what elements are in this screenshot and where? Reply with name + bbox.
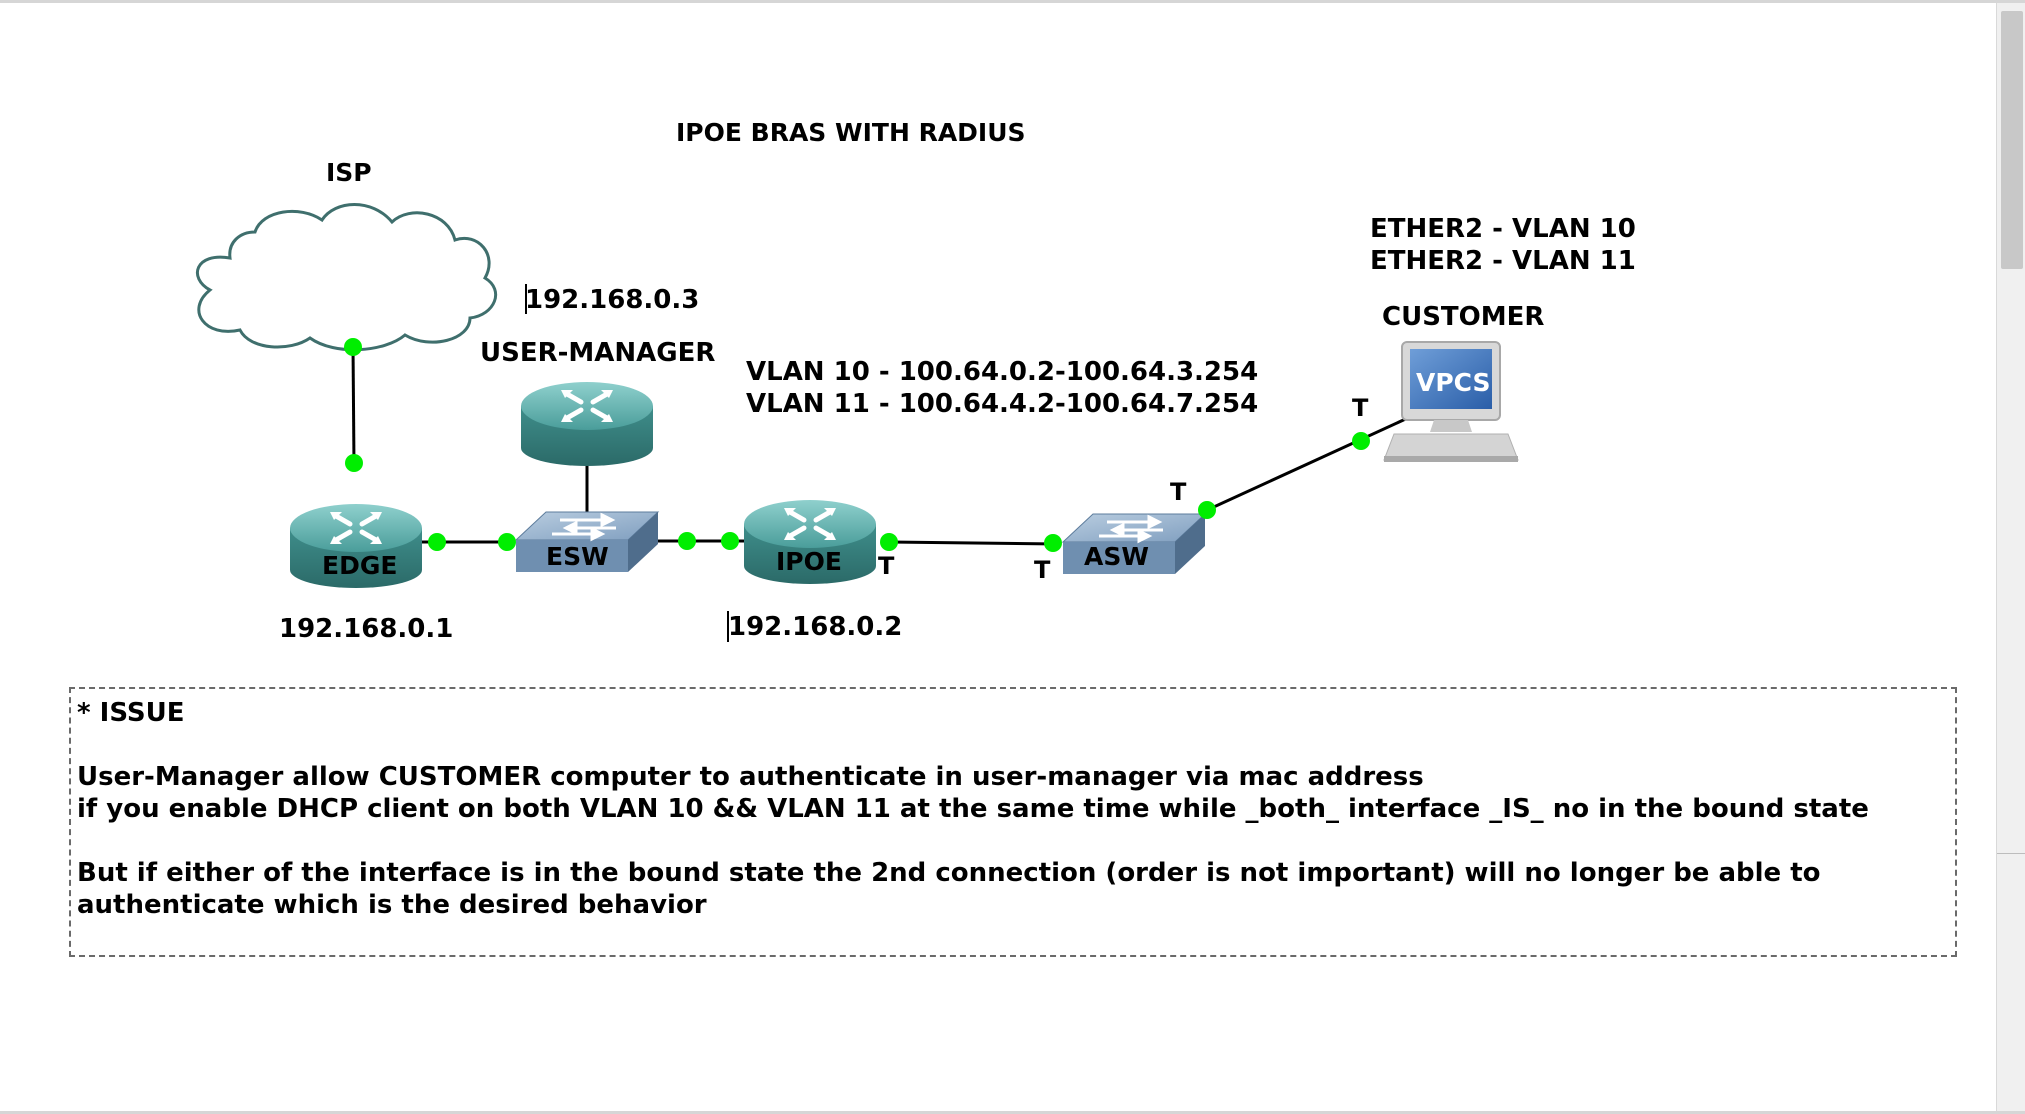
- ether2-vlan11-label: ETHER2 - VLAN 11: [1370, 246, 1636, 276]
- issue-line-3: But if either of the interface is in the…: [77, 858, 1830, 920]
- customer-label: CUSTOMER: [1382, 302, 1545, 332]
- vlan11-range-label: VLAN 11 - 100.64.4.2-100.64.7.254: [746, 389, 1259, 419]
- isp-cloud-icon[interactable]: [195, 203, 498, 352]
- isp-label: ISP: [326, 158, 372, 187]
- issue-spacer-2: [77, 825, 1947, 857]
- port-dot-ipoe-right: [880, 533, 898, 551]
- edge-router-label: EDGE: [322, 551, 397, 580]
- port-dot-edge-right: [428, 533, 446, 551]
- vlan10-range-label: VLAN 10 - 100.64.0.2-100.64.3.254: [746, 357, 1259, 387]
- ether2-vlan10-label: ETHER2 - VLAN 10: [1370, 214, 1636, 244]
- issue-line-2: if you enable DHCP client on both VLAN 1…: [77, 794, 1869, 824]
- link-endpoints: [344, 338, 1370, 552]
- port-dot-esw-right: [678, 532, 696, 550]
- user-manager-ip-label: 192.168.0.3: [525, 285, 700, 315]
- text-cursor-ipoe: [727, 611, 729, 642]
- issue-line-1: User-Manager allow CUSTOMER computer to …: [77, 762, 1424, 792]
- vertical-scrollbar[interactable]: [1996, 3, 2025, 1111]
- port-dot-isp: [344, 338, 362, 356]
- port-dot-asw-left: [1044, 534, 1062, 552]
- port-dot-asw-right: [1198, 501, 1216, 519]
- port-dot-customer: [1352, 432, 1370, 450]
- port-dot-esw-left: [498, 533, 516, 551]
- scrollbar-thumb[interactable]: [2001, 11, 2023, 269]
- link-isp-edge: [351, 344, 356, 466]
- diagram-title: IPOE BRAS WITH RADIUS: [676, 118, 1026, 147]
- ipoe-router-label: IPOE: [776, 547, 842, 576]
- window-bottom-border: [0, 1111, 2025, 1114]
- trunk-marker-asw-right: T: [1170, 478, 1187, 506]
- port-dot-ipoe-left: [721, 532, 739, 550]
- ipoe-ip-label: 192.168.0.2: [728, 612, 903, 642]
- vpcs-screen-label: VPCS: [1416, 368, 1491, 397]
- ipoe-router-icon[interactable]: [744, 500, 876, 584]
- user-manager-router-icon[interactable]: [521, 382, 653, 466]
- issue-note-box[interactable]: * ISSUE User-Manager allow CUSTOMER comp…: [69, 687, 1957, 957]
- asw-switch-label: ASW: [1084, 542, 1149, 571]
- port-dot-edge-top: [345, 454, 363, 472]
- link-asw-customer: [1204, 415, 1411, 513]
- vpcs-computer-icon[interactable]: VPCS: [1383, 341, 1519, 462]
- edge-router-icon[interactable]: [290, 504, 422, 588]
- trunk-marker-ipoe-right: T: [878, 552, 895, 580]
- edge-ip-label: 192.168.0.1: [279, 614, 454, 644]
- link-ipoe-asw: [884, 540, 1059, 546]
- issue-spacer-1: [77, 729, 1947, 761]
- window-top-border: [0, 0, 2025, 3]
- esw-switch-icon[interactable]: [514, 511, 660, 572]
- trunk-marker-customer: T: [1352, 394, 1369, 422]
- esw-switch-label: ESW: [546, 542, 609, 571]
- trunk-marker-asw-left: T: [1034, 556, 1051, 584]
- asw-switch-icon[interactable]: [1061, 513, 1207, 574]
- scrollbar-marker: [1997, 853, 2025, 854]
- user-manager-label: USER-MANAGER: [480, 338, 716, 368]
- text-cursor: [525, 284, 527, 314]
- issue-heading: * ISSUE: [77, 698, 185, 728]
